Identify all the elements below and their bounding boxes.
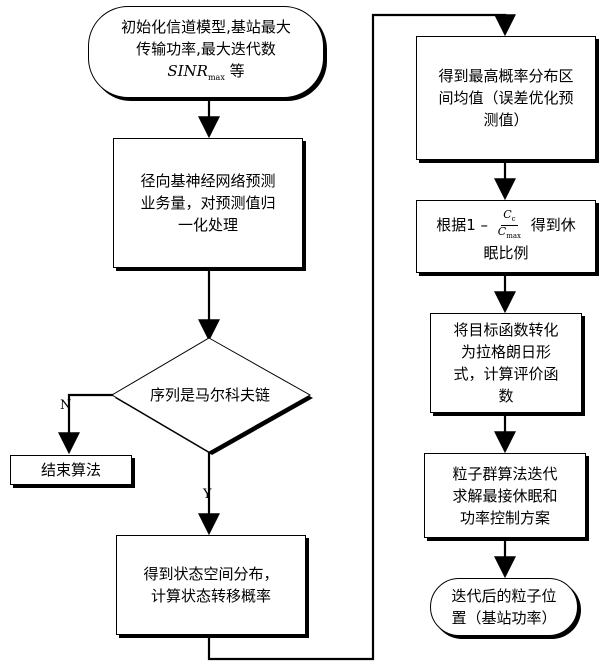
sleep-ratio-node: 根据1 – Cc Cmax 得到休 眠比例	[416, 200, 596, 273]
lagrange-line1: 将目标函数转化	[453, 319, 558, 341]
result-line1: 迭代后的粒子位	[451, 585, 556, 607]
edge-markov-to-end	[69, 395, 113, 452]
sinr-symbol: SINRmax	[167, 62, 225, 80]
markov-decision-label: 序列是马尔科夫链	[130, 380, 290, 410]
result-node: 迭代后的粒子位 置（基站功率）	[430, 578, 578, 636]
start-line2: 传输功率,最大迭代数	[136, 38, 276, 60]
edge-label-no: N	[60, 398, 71, 413]
rbf-line1: 径向基神经网络预测	[140, 170, 275, 192]
sleep-line2: 眠比例	[483, 242, 528, 264]
pso-line3: 功率控制方案	[460, 507, 550, 529]
maxprob-line3: 测值）	[483, 109, 528, 131]
start-suffix: 等	[230, 62, 245, 80]
end-algorithm-node: 结束算法	[10, 455, 132, 485]
max-probability-node: 得到最高概率分布区 间均值（误差优化预 测值）	[416, 36, 596, 160]
pso-node: 粒子群算法迭代 求解最接休眠和 功率控制方案	[424, 453, 586, 538]
lagrange-line2: 为拉格朗日形	[461, 341, 551, 363]
rbf-line3: 一化处理	[178, 214, 238, 236]
maxprob-line2: 间均值（误差优化预	[438, 87, 573, 109]
sleep-line1: 根据1 – Cc Cmax 得到休	[436, 209, 576, 242]
rbf-prediction-node: 径向基神经网络预测 业务量，对预测值归 一化处理	[113, 138, 303, 268]
lagrange-line3: 式，计算评价函	[453, 363, 558, 385]
pso-line1: 粒子群算法迭代	[452, 463, 557, 485]
result-line2: 置（基站功率）	[451, 607, 556, 629]
lagrange-line4: 数	[498, 385, 513, 407]
edge-label-yes: Y	[203, 487, 212, 502]
maxprob-line1: 得到最高概率分布区	[438, 65, 573, 87]
lagrange-node: 将目标函数转化 为拉格朗日形 式，计算评价函 数	[430, 313, 582, 413]
start-line3: SINRmax 等	[167, 60, 244, 89]
state-line1: 得到状态空间分布，	[143, 563, 278, 585]
start-node: 初始化信道模型,基站最大 传输功率,最大迭代数 SINRmax 等	[88, 6, 324, 98]
state-line2: 计算状态转移概率	[151, 585, 271, 607]
pso-line2: 求解最接休眠和	[452, 485, 557, 507]
start-line1: 初始化信道模型,基站最大	[121, 16, 291, 38]
sleep-fraction: Cc Cmax	[496, 209, 523, 242]
state-distribution-node: 得到状态空间分布， 计算状态转移概率	[116, 535, 306, 635]
rbf-line2: 业务量，对预测值归	[140, 192, 275, 214]
